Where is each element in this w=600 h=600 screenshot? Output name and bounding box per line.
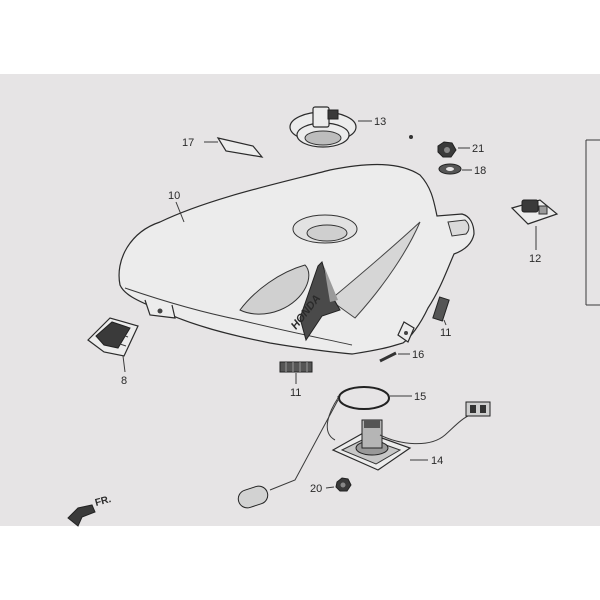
- callout-16: 16: [412, 349, 424, 361]
- part-16-hose: 16: [379, 349, 424, 363]
- part-11-cushion-strip-left: 11: [279, 361, 313, 399]
- callout-13: 13: [374, 116, 386, 128]
- part-18-washer: 18: [438, 163, 486, 177]
- part-17-label-sticker: 17: [182, 137, 264, 158]
- front-direction-indicator: FR.: [67, 494, 113, 527]
- callout-20: 20: [310, 483, 322, 495]
- part-12-rubber-mount: 12: [510, 199, 559, 265]
- callout-11-left: 11: [290, 387, 301, 399]
- callout-17: 17: [182, 137, 194, 149]
- callout-18: 18: [474, 165, 486, 177]
- part-15-o-ring: 15: [338, 386, 426, 410]
- page-frame-lines: [585, 139, 600, 306]
- part-14-fuel-sender: 14: [237, 396, 491, 509]
- part-20-nut: 20: [310, 477, 352, 495]
- callout-10: 10: [168, 190, 180, 202]
- callout-21: 21: [472, 143, 484, 155]
- callout-15: 15: [414, 391, 426, 403]
- callout-8: 8: [121, 375, 127, 387]
- part-21-nut: 21: [437, 141, 484, 158]
- part-8-rubber-cushion: 8: [87, 317, 139, 387]
- callout-12: 12: [529, 253, 541, 265]
- part-11-cushion-strip-right: 11: [432, 296, 451, 339]
- marker-dot: [409, 135, 413, 139]
- callout-14: 14: [431, 455, 443, 467]
- callout-11-right: 11: [440, 327, 451, 339]
- part-10-fuel-tank: HONDA 10: [118, 163, 475, 355]
- front-label: FR.: [94, 494, 113, 509]
- part-13-fuel-cap: 13: [289, 106, 386, 148]
- front-arrow-icon: [67, 504, 96, 527]
